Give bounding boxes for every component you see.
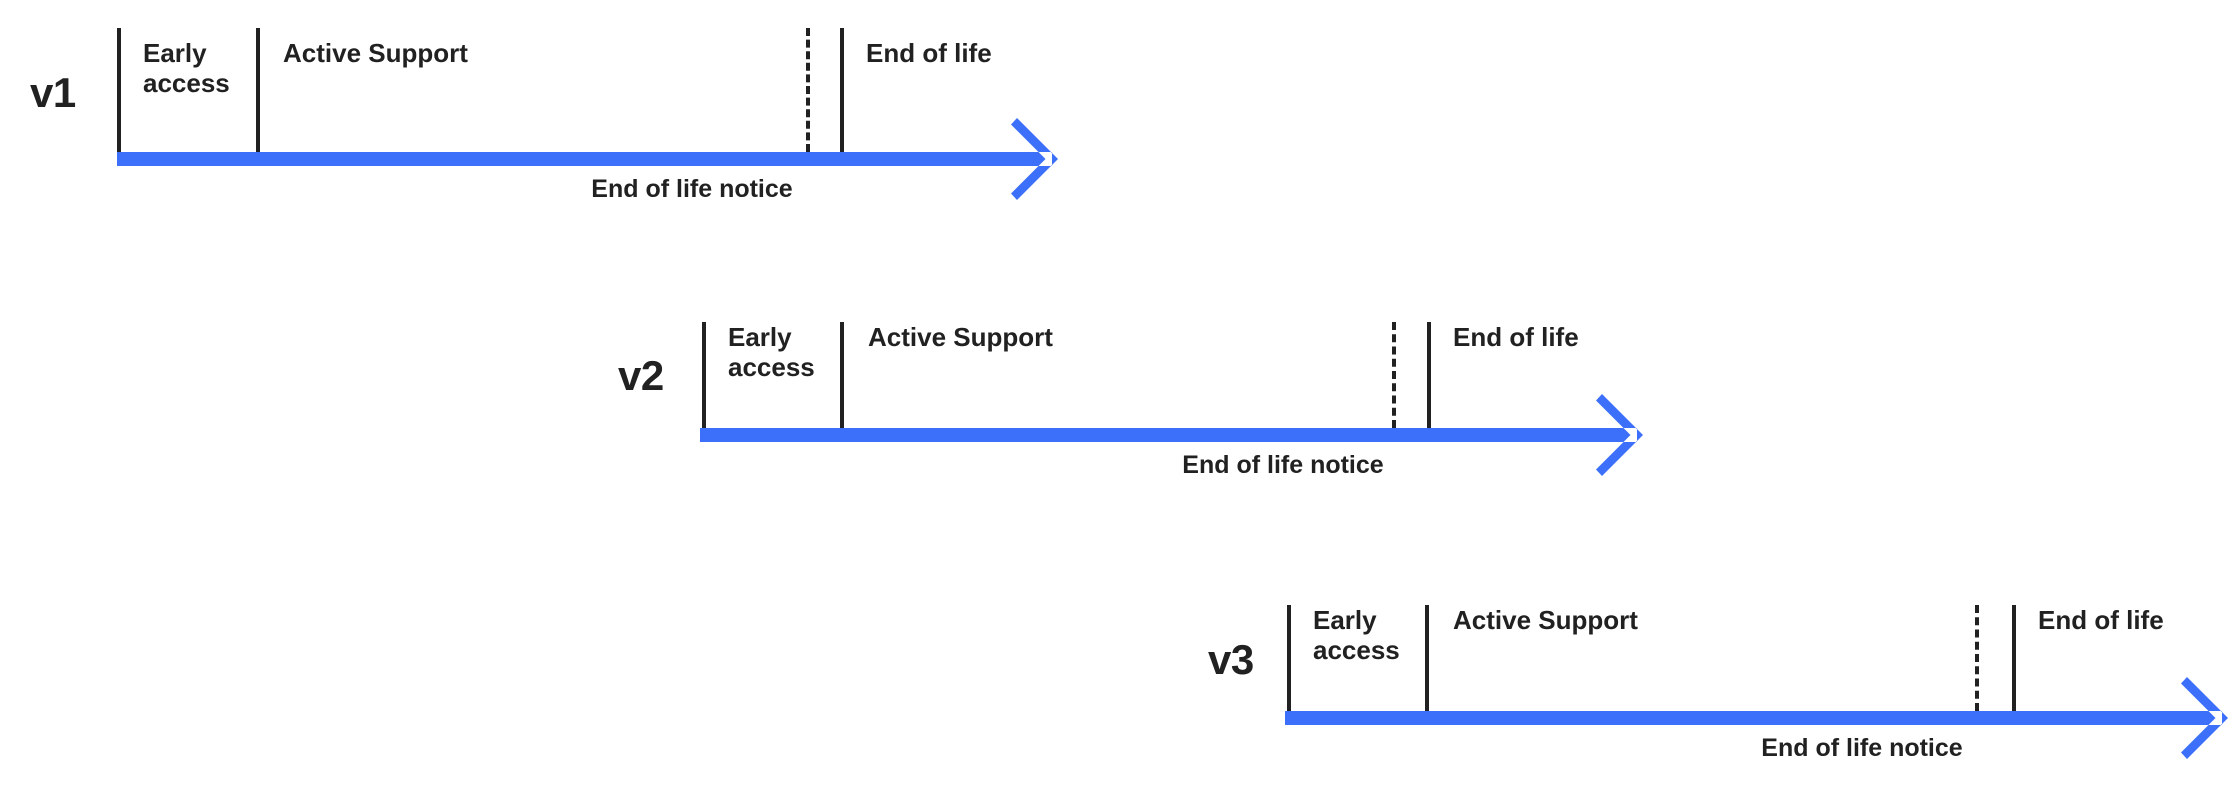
phase-divider-v3-notice xyxy=(1975,605,1979,711)
phase-label-v1-early-access: Early access xyxy=(143,38,230,99)
phase-label-v1-active-support: Active Support xyxy=(283,38,468,68)
phase-divider-v2-3 xyxy=(1427,322,1431,428)
phase-label-v1-end-of-life: End of life xyxy=(866,38,992,68)
phase-divider-v1-3 xyxy=(840,28,844,152)
phase-divider-v1-notice xyxy=(806,28,810,152)
phase-label-v2-end-of-life: End of life xyxy=(1453,322,1579,352)
phase-divider-v2-1 xyxy=(840,322,844,428)
end-of-life-notice-label-v2: End of life notice xyxy=(1182,451,1384,479)
phase-label-v3-end-of-life: End of life xyxy=(2038,605,2164,635)
phase-label-v3-active-support: Active Support xyxy=(1453,605,1638,635)
version-label-v2: v2 xyxy=(618,352,664,399)
phase-divider-v1-1 xyxy=(256,28,260,152)
version-label-v1: v1 xyxy=(30,69,76,116)
end-of-life-notice-label-v1: End of life notice xyxy=(591,175,793,203)
phase-divider-v2-0 xyxy=(702,322,706,428)
timeline-bar-v1 xyxy=(117,152,1013,166)
arrow-head-icon-v2 xyxy=(1596,394,1643,476)
end-of-life-notice-label-v3: End of life notice xyxy=(1761,734,1963,762)
arrow-head-icon-v1 xyxy=(1011,118,1058,200)
phase-divider-v1-0 xyxy=(117,28,121,152)
version-label-v3: v3 xyxy=(1208,636,1254,683)
phase-label-v2-early-access: Early access xyxy=(728,322,815,383)
timeline-bar-v2 xyxy=(700,428,1598,442)
phase-divider-v3-0 xyxy=(1287,605,1291,711)
arrow-head-icon-v3 xyxy=(2181,677,2228,759)
phase-label-v3-early-access: Early access xyxy=(1313,605,1400,666)
phase-label-v2-active-support: Active Support xyxy=(868,322,1053,352)
timeline-bar-v3 xyxy=(1285,711,2183,725)
phase-divider-v3-3 xyxy=(2012,605,2016,711)
phase-divider-v2-notice xyxy=(1392,322,1396,428)
phase-divider-v3-1 xyxy=(1425,605,1429,711)
